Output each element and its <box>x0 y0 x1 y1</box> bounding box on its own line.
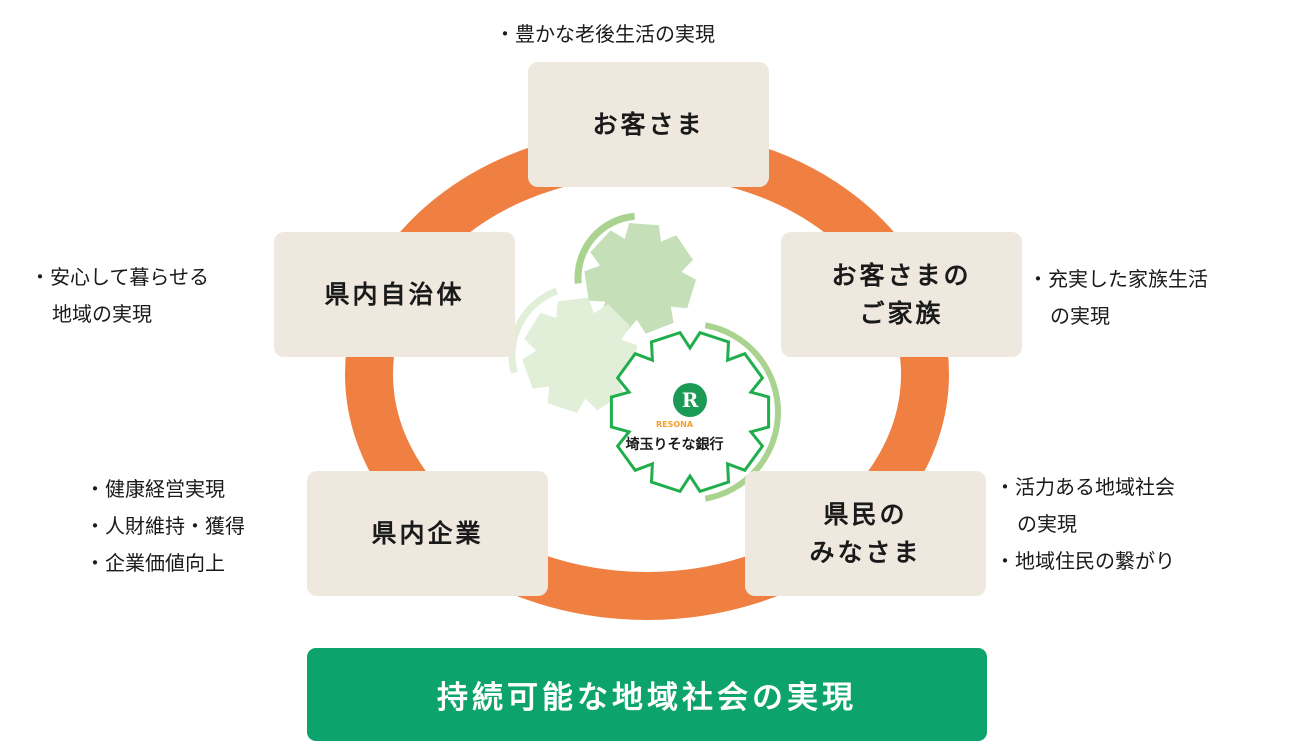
note-customer-families: ・充実した家族生活 の実現 <box>1028 261 1208 335</box>
svg-text:R: R <box>682 388 699 412</box>
note-line: の実現 <box>1050 304 1110 328</box>
note-line: ・豊かな老後生活の実現 <box>495 22 715 46</box>
goal-banner: 持続可能な地域社会の実現 <box>307 648 987 741</box>
gear-icon <box>522 297 638 413</box>
note-local-companies: ・健康経営実現 ・人財維持・獲得 ・企業価値向上 <box>85 471 245 582</box>
box-local-governments: 県内自治体 <box>274 232 515 357</box>
rotation-arrow-icon <box>574 212 635 284</box>
note-line: ・安心して暮らせる <box>30 265 209 289</box>
note-line: ・人財維持・獲得 <box>85 514 245 538</box>
note-line: ・活力ある地域社会 <box>995 475 1175 499</box>
note-line: ・健康経営実現 <box>85 477 225 501</box>
rotation-arrow-icon <box>508 287 559 374</box>
rotation-arrow-icon <box>704 322 781 502</box>
box-customers: お客さま <box>528 62 769 187</box>
note-residents: ・活力ある地域社会 の実現 ・地域住民の繋がり <box>995 469 1175 580</box>
resona-logo-icon <box>673 383 707 417</box>
box-local-companies: 県内企業 <box>307 471 548 596</box>
logo-brand: RESONA <box>655 420 694 429</box>
note-line: の実現 <box>1017 512 1077 536</box>
box-residents: 県民の みなさま <box>745 471 986 596</box>
logo-name: 埼玉りそな銀行 <box>625 437 724 453</box>
note-line: ・充実した家族生活 <box>1028 267 1208 291</box>
gear-icon <box>584 223 696 334</box>
box-customer-families: お客さまの ご家族 <box>781 232 1022 357</box>
note-line: ・企業価値向上 <box>85 551 225 575</box>
note-customers: ・豊かな老後生活の実現 <box>495 16 715 53</box>
note-line: 地域の実現 <box>52 302 152 326</box>
note-local-governments: ・安心して暮らせる 地域の実現 <box>30 259 209 333</box>
note-line: ・地域住民の繋がり <box>995 549 1175 573</box>
